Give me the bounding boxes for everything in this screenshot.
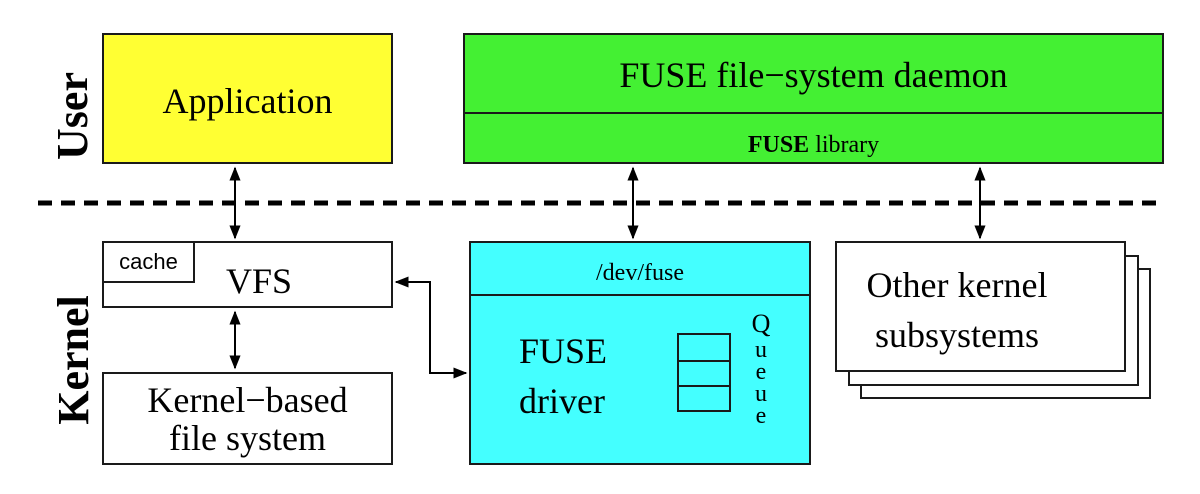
- kernel-fs-label-line2: file system: [169, 418, 326, 458]
- other-subsystems-label-line2: subsystems: [874, 315, 1040, 355]
- application-box: Application: [102, 33, 393, 164]
- fuse-driver-box: /dev/fuse FUSE driver Q u e u e: [469, 241, 811, 465]
- application-label: Application: [162, 81, 333, 121]
- dev-fuse-divider: [471, 294, 809, 296]
- vfs-label: VFS: [225, 261, 293, 301]
- fuse-daemon-label: FUSE file−system daemon: [619, 55, 1008, 95]
- kernel-fs-box: Kernel−based file system: [102, 372, 393, 465]
- kernel-layer-label: Kernel: [49, 295, 98, 425]
- other-subsystems-label-line1: Other kernel: [866, 265, 1048, 305]
- cache-box: cache: [104, 243, 195, 283]
- library-divider: [465, 112, 1162, 114]
- queue-icon: [677, 333, 731, 412]
- queue-slot: [679, 385, 729, 387]
- user-layer-label: User: [48, 72, 97, 160]
- dev-fuse-label: /dev/fuse: [596, 260, 684, 286]
- fuse-driver-label-line2: driver: [519, 381, 605, 421]
- queue-letter: e: [755, 359, 767, 385]
- queue-letter: e: [755, 403, 767, 429]
- queue-slot: [679, 360, 729, 362]
- fuse-library-rest: library: [809, 132, 880, 158]
- cache-label: cache: [119, 249, 178, 274]
- fuse-daemon-box: FUSE file−system daemon FUSE library: [463, 33, 1164, 164]
- kernel-fs-label-line1: Kernel−based: [147, 380, 348, 420]
- queue-letter: u: [755, 337, 767, 363]
- queue-letter: u: [755, 381, 767, 407]
- arrow-vfs-fuse-driver: [394, 276, 468, 379]
- fuse-driver-label-line1: FUSE: [519, 331, 608, 371]
- queue-letter: Q: [751, 309, 771, 338]
- other-subsystems-box: Other kernel subsystems: [835, 241, 1126, 372]
- fuse-library-bold: FUSE: [747, 132, 810, 158]
- vfs-box: cache VFS: [102, 241, 393, 308]
- queue-label: Q u e u e: [751, 309, 771, 429]
- fuse-library-label: FUSE library: [465, 133, 1162, 157]
